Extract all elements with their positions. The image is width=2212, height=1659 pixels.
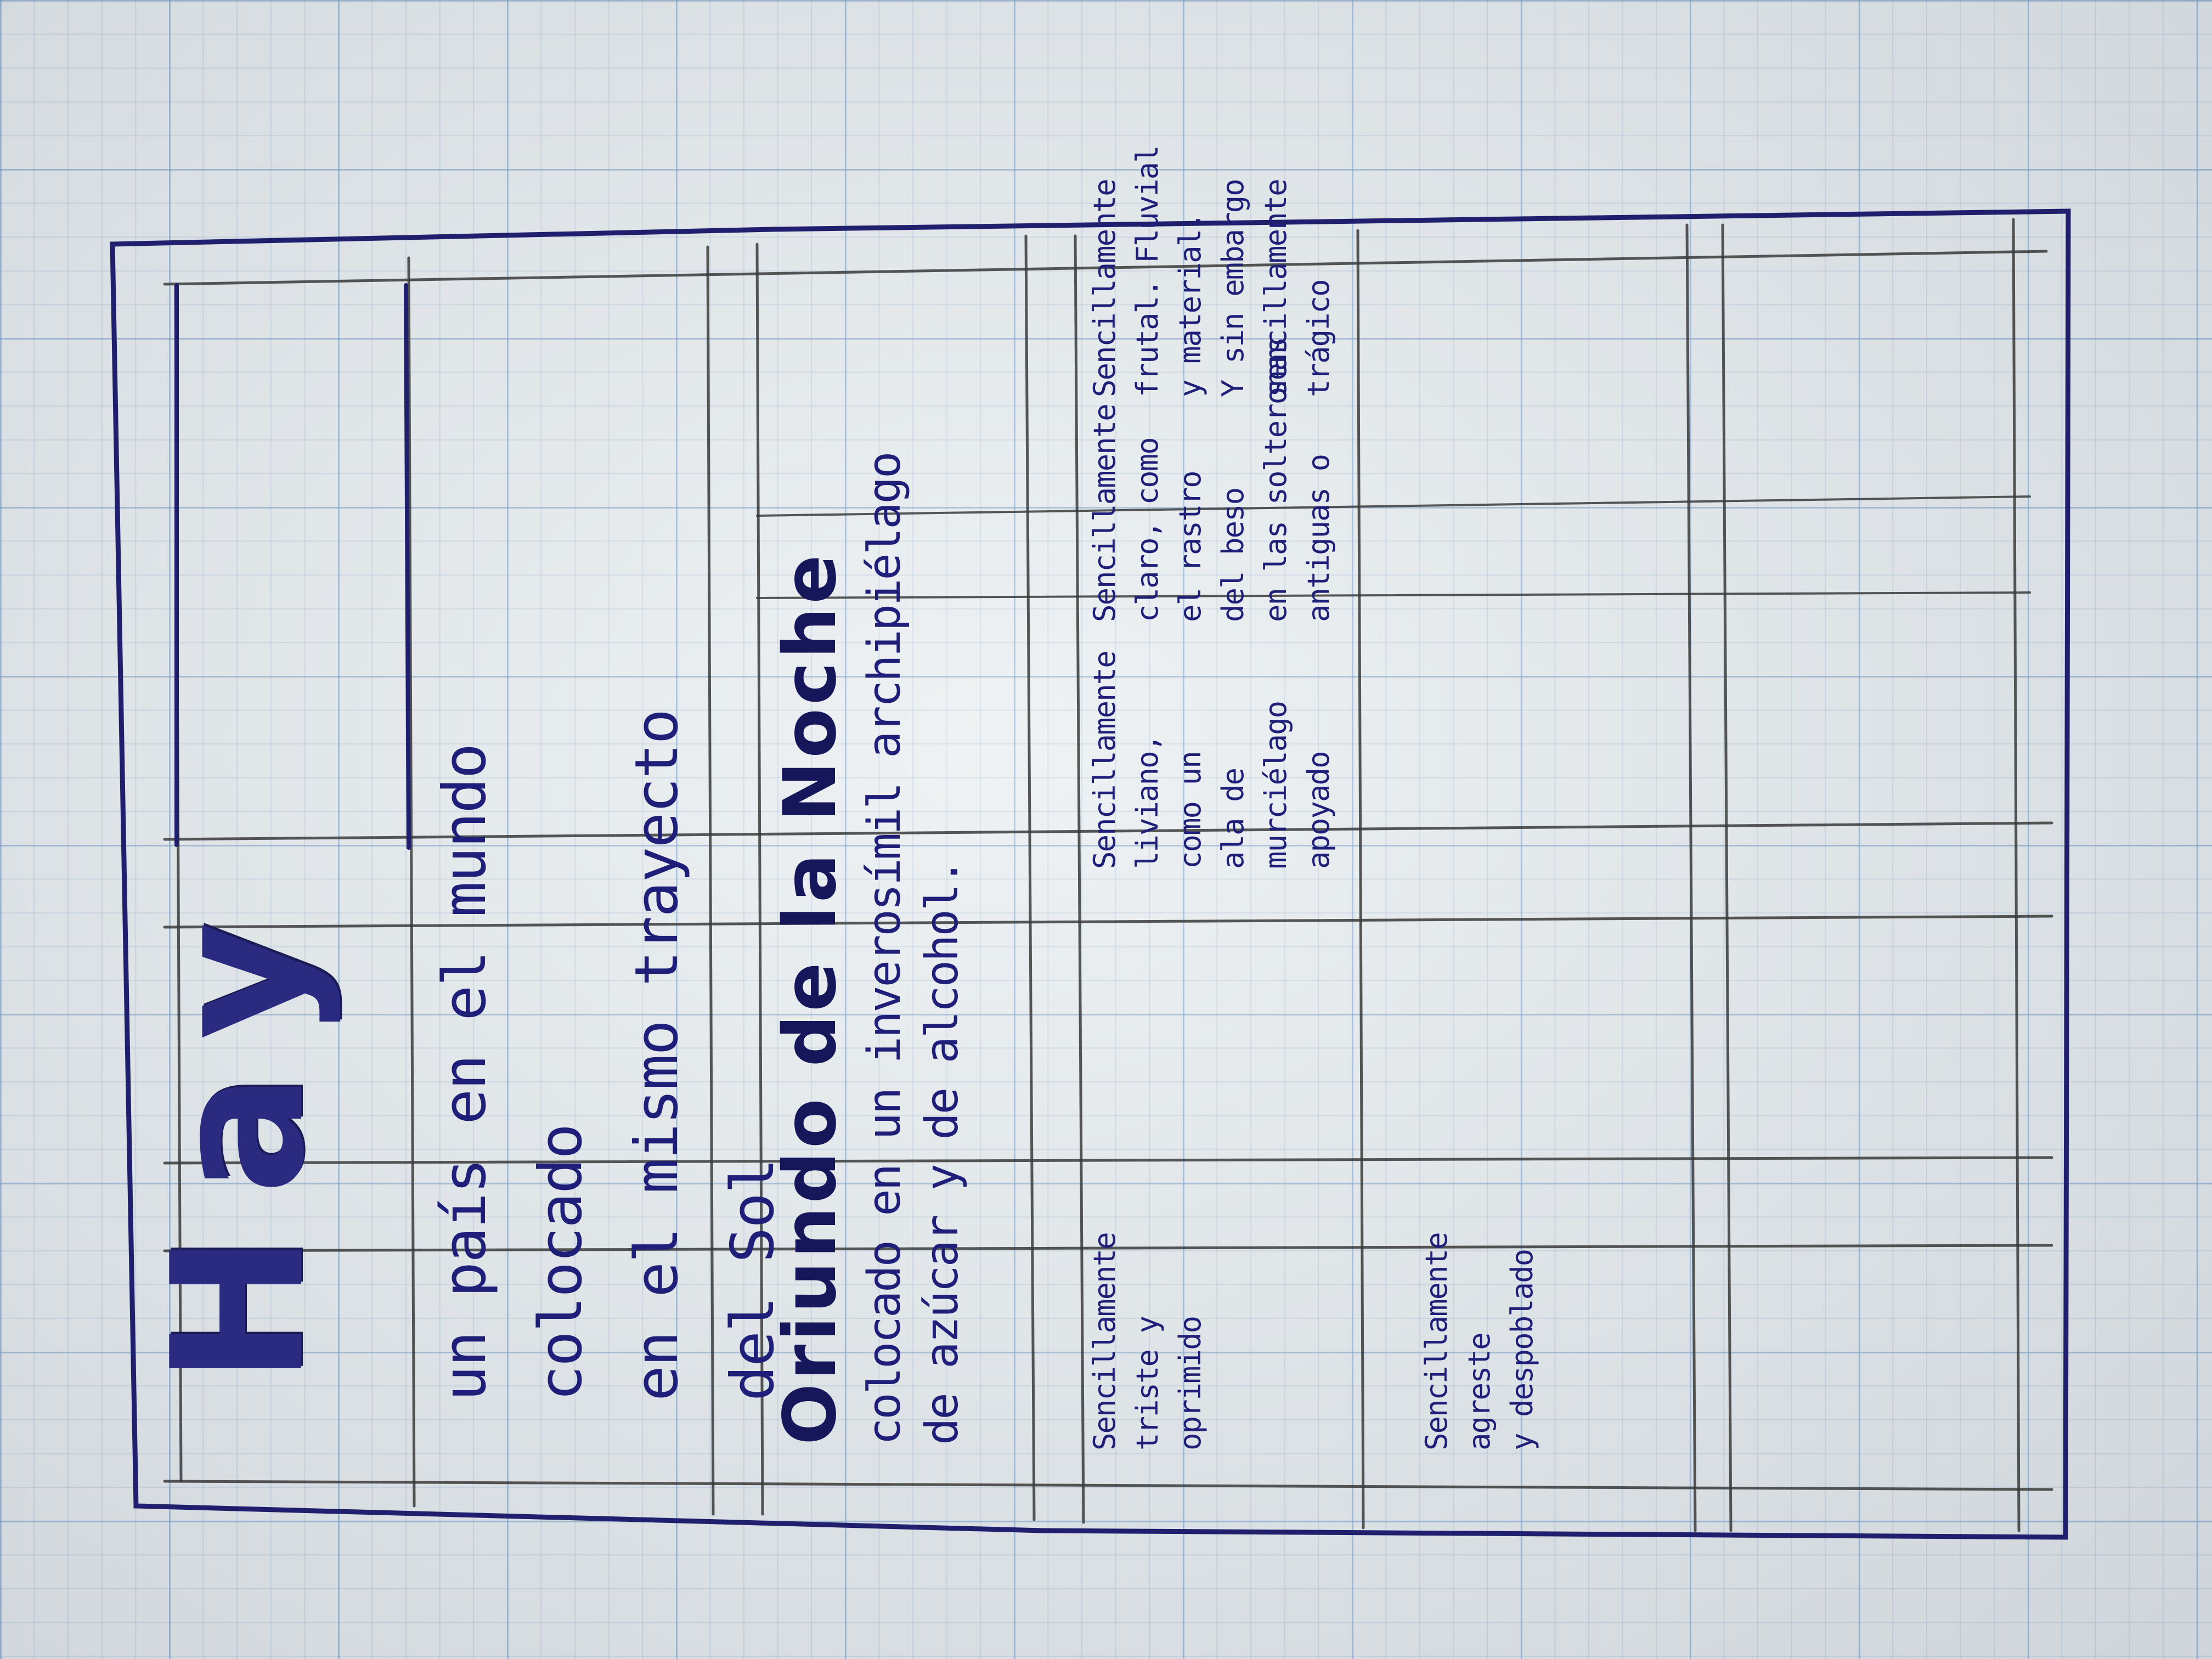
title-hay: Hay — [133, 883, 344, 1385]
pencil-row-lines — [163, 250, 2053, 1491]
title-cell-ink — [174, 283, 411, 850]
pencil-column-lines — [174, 218, 2021, 1532]
cell-frutal: Sencillamente frutal. Fluvial y material… — [1087, 146, 1336, 397]
cell-triste: Sencillamente triste y oprimido — [1087, 1233, 1207, 1451]
stanza-second: colocado en un inverosímil archipiélago … — [859, 453, 968, 1445]
stanza-first: un país en el mundo colocado en el mismo… — [431, 709, 787, 1401]
heading-oriundo: Oriundo de la Noche — [768, 551, 853, 1445]
outer-border-frame — [110, 208, 2071, 1540]
cell-agreste: Sencillamente agreste y despoblado — [1419, 1233, 1539, 1451]
